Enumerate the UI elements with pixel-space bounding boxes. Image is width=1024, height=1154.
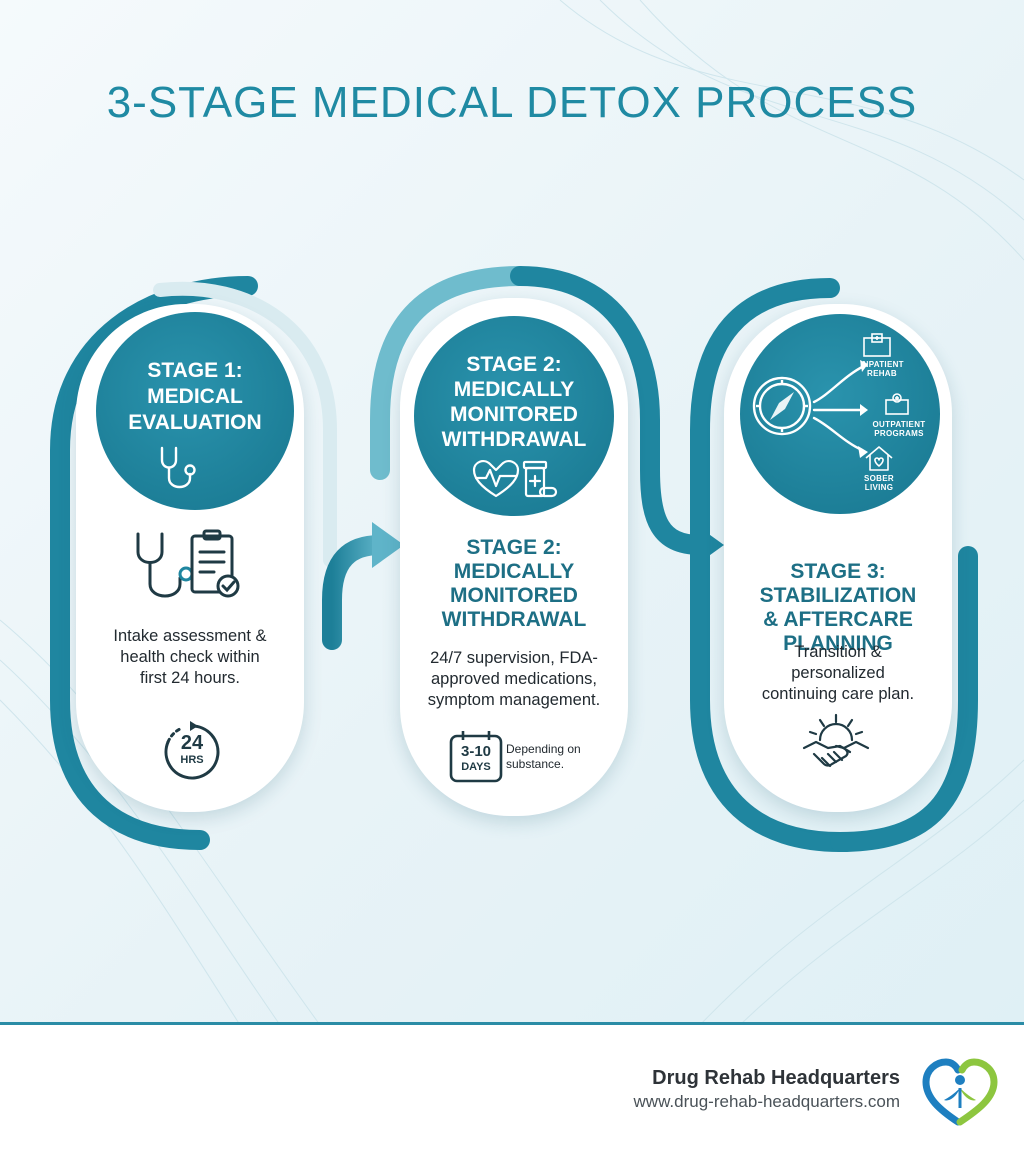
option-sober-living: SOBER LIVING <box>864 474 894 492</box>
badge-3-10: 3-10 <box>460 743 492 760</box>
option-outpatient-programs: OUTPATIENT PROGRAMS <box>872 420 926 438</box>
24-hours-badge: 24 HRS <box>160 720 224 784</box>
heart-pulse-medication-icon <box>472 460 558 498</box>
stage-1-disc: STAGE 1: MEDICAL EVALUATION <box>96 312 294 510</box>
3-10-days-badge: 3-10 DAYS <box>448 728 504 784</box>
badge-days: DAYS <box>461 761 491 773</box>
infographic-canvas: 3-STAGE MEDICAL DETOX PROCESS STAGE 1: M… <box>0 0 1024 1025</box>
option-inpatient-rehab: INPATIENT REHAB <box>860 360 904 378</box>
badge-hrs: HRS <box>180 754 204 766</box>
pathway-arrows <box>812 360 868 458</box>
handshake-gear-icon <box>802 713 870 768</box>
stethoscope-icon <box>160 446 196 489</box>
stage-1-description: Intake assessment & health check within … <box>113 627 267 687</box>
clinic-icon <box>885 393 909 415</box>
stage-2-disc: STAGE 2: MEDICALLY MONITORED WITHDRAWAL <box>414 316 614 516</box>
stage-2-duration-note: Depending on substance. <box>506 742 581 771</box>
stage-1-disc-title: STAGE 1: MEDICAL EVALUATION <box>128 359 262 434</box>
stage-2-heading: STAGE 2: MEDICALLY MONITORED WITHDRAWAL <box>441 536 587 631</box>
compass-icon <box>752 376 812 436</box>
drug-rehab-hq-logo <box>922 1058 998 1126</box>
badge-24: 24 <box>180 732 204 754</box>
brand-url: www.drug-rehab-headquarters.com <box>633 1092 900 1111</box>
brand-name: Drug Rehab Headquarters <box>652 1067 900 1089</box>
stage-2-description: 24/7 supervision, FDA- approved medicati… <box>427 649 601 709</box>
stage-3-description: Transition & personalized continuing car… <box>761 643 915 703</box>
clock-arrow-icon <box>164 721 220 780</box>
page-title: 3-STAGE MEDICAL DETOX PROCESS <box>106 78 918 127</box>
home-heart-icon <box>865 446 893 471</box>
calendar-icon <box>449 731 503 783</box>
process-flow-path <box>50 266 978 852</box>
stage-2-disc-title: STAGE 2: MEDICALLY MONITORED WITHDRAWAL <box>441 353 587 451</box>
footer-divider <box>0 1022 1024 1025</box>
hospital-icon <box>863 333 891 357</box>
stethoscope-clipboard-icon <box>136 529 240 598</box>
stage-3-disc: INPATIENT REHAB OUTPATIENT PROGRAMS SOBE… <box>740 314 940 514</box>
stage-3-heading: STAGE 3: STABILIZATION & AFTERCARE PLANN… <box>759 560 917 655</box>
